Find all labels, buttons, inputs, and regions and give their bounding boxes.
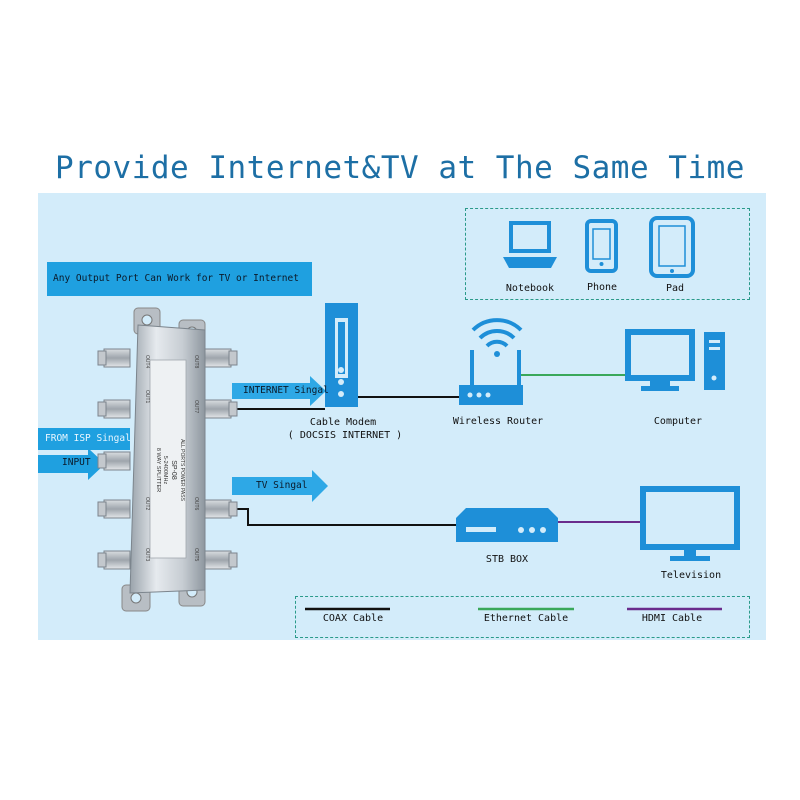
splitter-left-ports xyxy=(97,348,131,570)
arrow-internet-label: INTERNET Singal xyxy=(243,385,329,396)
arrow-from-isp xyxy=(38,428,130,450)
splitter-model: SP-08 xyxy=(170,460,177,480)
coax-cable-tv xyxy=(232,508,460,526)
phone-label: Phone xyxy=(586,282,618,293)
cable-modem-icon xyxy=(325,303,358,407)
computer-icon xyxy=(625,329,725,391)
arrow-from-isp-label: FROM ISP Singal xyxy=(45,433,131,444)
stb-box-icon xyxy=(456,508,558,542)
arrow-input-label: INPUT xyxy=(62,457,91,468)
arrow-tv xyxy=(232,470,328,502)
splitter-type: 8 WAY SPLITTER xyxy=(155,448,161,492)
splitter-port-out7: OUT7 xyxy=(193,400,199,414)
page-title: Provide Internet&TV at The Same Time xyxy=(55,150,745,186)
notebook-icon xyxy=(503,221,557,268)
splitter-port-out5: OUT5 xyxy=(193,548,199,562)
wireless-router-label: Wireless Router xyxy=(452,416,544,427)
arrow-input xyxy=(38,448,105,480)
pad-icon xyxy=(649,216,695,278)
splitter-port-out2: OUT2 xyxy=(144,497,150,511)
splitter-pass: ALL PORTS POWER PASS xyxy=(179,439,185,502)
phone-icon xyxy=(585,219,618,273)
splitter-port-out6: OUT6 xyxy=(193,497,199,511)
port-note-text: Any Output Port Can Work for TV or Inter… xyxy=(53,273,299,284)
legend-coax-label: COAX Cable xyxy=(322,613,384,624)
wireless-router-icon xyxy=(459,318,523,405)
splitter-freq: 5-2400MHz xyxy=(162,456,168,485)
splitter-port-out4: OUT4 xyxy=(144,355,150,369)
splitter-port-out3: OUT3 xyxy=(144,548,150,562)
stb-box-label: STB BOX xyxy=(485,554,529,565)
notebook-label: Notebook xyxy=(505,283,555,294)
computer-label: Computer xyxy=(653,416,703,427)
television-icon xyxy=(640,486,740,561)
pad-label: Pad xyxy=(665,283,685,294)
arrow-internet xyxy=(232,376,326,406)
docsis-label: ( DOCSIS INTERNET ) xyxy=(287,430,403,441)
splitter-device: SP-08 5-2400MHz 8 WAY SPLITTER ALL PORTS… xyxy=(97,307,238,612)
cable-modem-label: Cable Modem xyxy=(309,417,377,428)
port-note-banner: Any Output Port Can Work for TV or Inter… xyxy=(47,262,312,296)
devices-group-box xyxy=(465,208,750,300)
splitter-port-out1: OUT1 xyxy=(144,390,150,404)
splitter-port-out8: OUT8 xyxy=(193,355,199,369)
splitter-right-ports xyxy=(204,348,238,570)
legend-box xyxy=(295,596,750,638)
television-label: Television xyxy=(660,570,722,581)
arrow-tv-label: TV Singal xyxy=(256,480,308,491)
legend-ethernet-label: Ethernet Cable xyxy=(483,613,569,624)
legend-hdmi-label: HDMI Cable xyxy=(641,613,703,624)
